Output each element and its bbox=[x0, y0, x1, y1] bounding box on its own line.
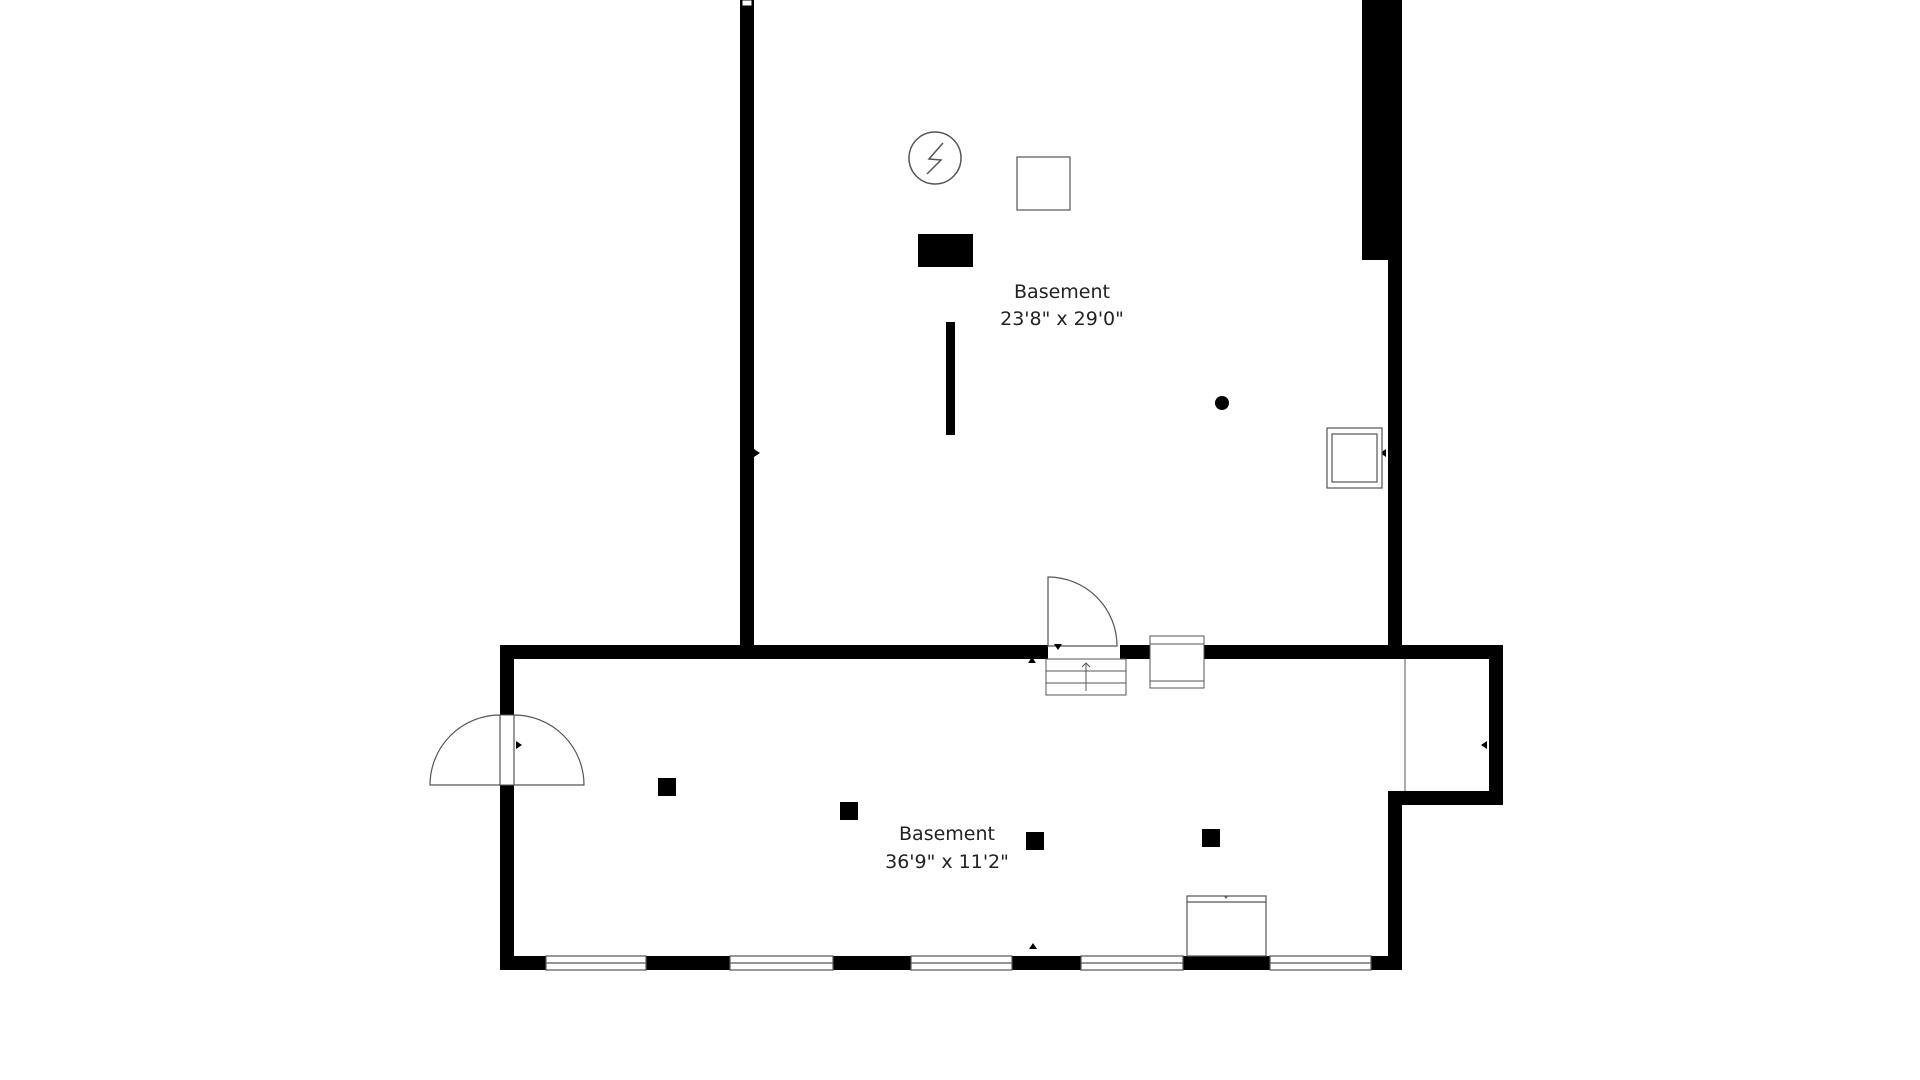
column-icon bbox=[840, 802, 858, 820]
window-icon bbox=[545, 955, 647, 971]
window-icon bbox=[729, 955, 834, 971]
sink-fixture bbox=[1326, 427, 1383, 489]
wall-alcove-bottom bbox=[1388, 791, 1503, 805]
wall-lower-right bbox=[1388, 795, 1402, 970]
window-icon bbox=[1080, 955, 1184, 971]
window-icon bbox=[1269, 955, 1372, 971]
room-name: Basement bbox=[1014, 281, 1110, 303]
appliance-box bbox=[1149, 635, 1205, 689]
door-swing-icon bbox=[513, 714, 585, 786]
windows bbox=[545, 955, 1372, 971]
wall-upper-right-thick bbox=[1362, 0, 1402, 260]
column-icon bbox=[1026, 832, 1044, 850]
square-fixture bbox=[1016, 156, 1071, 211]
column-icon bbox=[1202, 829, 1220, 847]
door-swing-icon bbox=[1047, 576, 1118, 647]
room-label-upper: Basement 23'8" x 29'0" bbox=[1000, 281, 1124, 330]
floor-drain bbox=[1215, 396, 1229, 410]
room-dimensions: 23'8" x 29'0" bbox=[1000, 308, 1124, 330]
columns bbox=[658, 778, 1220, 850]
electrical-panel-icon bbox=[908, 131, 962, 185]
partition-wall bbox=[946, 322, 955, 435]
stairs-icon bbox=[1045, 658, 1127, 696]
room-dimensions: 36'9" x 11'2" bbox=[885, 851, 1009, 873]
dark-fixture bbox=[918, 234, 973, 267]
room-label-lower: Basement 36'9" x 11'2" bbox=[885, 823, 1009, 873]
interior-door bbox=[1047, 576, 1120, 659]
room-name: Basement bbox=[899, 823, 995, 845]
wall-lower-left bbox=[500, 645, 514, 970]
window-icon bbox=[910, 955, 1013, 971]
door-swing-icon bbox=[429, 714, 501, 786]
wall-upper-left bbox=[740, 0, 754, 652]
wall-upper-right bbox=[1388, 258, 1402, 652]
wall-alcove-right bbox=[1489, 645, 1503, 805]
exterior-door bbox=[429, 714, 585, 786]
wall-lower-top bbox=[500, 645, 1503, 659]
column-icon bbox=[658, 778, 676, 796]
bottom-appliance bbox=[1186, 895, 1267, 957]
